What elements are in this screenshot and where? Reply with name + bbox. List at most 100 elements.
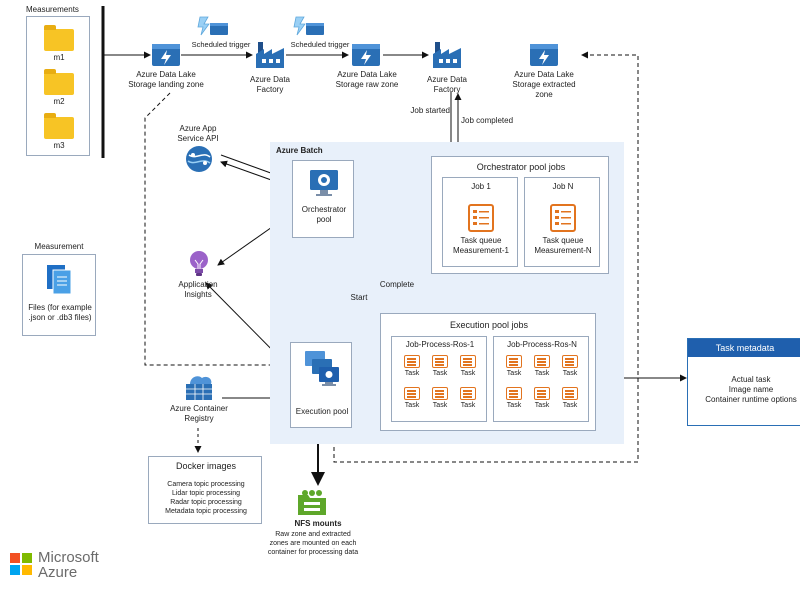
data-factory-icon — [256, 42, 284, 68]
task-queue-icon — [468, 204, 494, 232]
task-label: Task — [460, 370, 476, 377]
task-label: Task — [562, 402, 578, 409]
start-label: Start — [344, 293, 374, 303]
task-icon — [432, 387, 448, 400]
data-factory-icon — [433, 42, 461, 68]
task-icon — [432, 355, 448, 368]
data-lake-storage-icon — [352, 44, 380, 66]
application-insights-label: Application Insights — [178, 280, 218, 299]
nfs-mounts-title: NFS mounts — [294, 519, 342, 528]
raw-zone-label: Azure Data Lake Storage raw zone — [335, 70, 399, 89]
task-icon — [506, 355, 522, 368]
folder-icon — [44, 113, 74, 139]
task-label: Task — [460, 402, 476, 409]
task-icon — [404, 387, 420, 400]
task-icon — [562, 355, 578, 368]
measurement-title: Measurement — [34, 242, 84, 251]
task-queue-label: Task queue Measurement-N — [534, 236, 592, 255]
data-factory-2-label: Azure Data Factory — [426, 75, 468, 94]
folder-icon — [44, 25, 74, 51]
brand-microsoft: Microsoft — [38, 549, 99, 566]
job-completed-label: Job completed — [461, 116, 514, 125]
task-icon — [562, 387, 578, 400]
landing-zone-label: Azure Data Lake Storage landing zone — [128, 70, 204, 89]
task-label: Task — [534, 370, 550, 377]
task-metadata-item: Actual task — [731, 375, 771, 384]
nfs-mounts-desc: Raw zone and extracted zones are mounted… — [267, 531, 359, 556]
trigger-icon — [197, 16, 228, 36]
scheduled-trigger-2: Scheduled trigger — [290, 40, 350, 49]
data-lake-storage-icon — [530, 44, 558, 66]
task-label: Task — [506, 402, 522, 409]
orchestrator-jobs-title: Orchestrator pool jobs — [476, 162, 566, 172]
nfs-folder-icon — [298, 490, 326, 515]
container-registry-icon — [186, 376, 212, 400]
brand-azure: Azure — [38, 564, 78, 581]
task-label: Task — [506, 370, 522, 377]
job-started-label: Job started — [410, 106, 450, 115]
microsoft-logo-icon — [10, 553, 32, 575]
measurements-box: m1 m2 m3 — [26, 16, 90, 156]
docker-item: Lidar topic processing — [171, 490, 241, 497]
job-name: Job-Process-Ros-1 — [405, 340, 475, 349]
task-icon — [460, 387, 476, 400]
complete-label: Complete — [372, 280, 422, 290]
app-service-label: Azure App Service API — [177, 124, 219, 143]
orchestrator-jobs-box: Orchestrator pool jobs Job 1 Task queue … — [431, 156, 609, 274]
task-icon — [404, 355, 420, 368]
execution-jobs-title: Execution pool jobs — [449, 320, 529, 330]
task-metadata-box: Task metadata Actual task Image name Con… — [687, 338, 800, 426]
app-service-icon — [186, 146, 212, 172]
orchestrator-job-n[interactable]: Job N Task queue Measurement-N — [524, 177, 600, 267]
task-icon — [460, 355, 476, 368]
task-queue-label: Task queue Measurement-1 — [452, 236, 510, 255]
data-lake-storage-icon — [152, 44, 180, 66]
task-queue-icon — [550, 204, 576, 232]
task-label: Task — [404, 402, 420, 409]
measurements-title: Measurements — [26, 5, 79, 14]
task-label: Task — [404, 370, 420, 377]
orchestrator-job-1[interactable]: Job 1 Task queue Measurement-1 — [442, 177, 518, 267]
application-insights-icon — [190, 251, 208, 276]
files-icon — [47, 265, 72, 295]
virtual-machine-icon — [310, 170, 338, 196]
execution-pool-label: Execution pool — [295, 407, 349, 416]
measurement-m3[interactable]: m3 — [53, 141, 65, 150]
docker-images-title: Docker images — [175, 461, 237, 471]
docker-item: Camera topic processing — [167, 481, 245, 488]
measurement-m1[interactable]: m1 — [53, 53, 65, 62]
task-label: Task — [432, 370, 448, 377]
execution-jobs-box: Execution pool jobs Job-Process-Ros-1 Ta… — [380, 313, 596, 431]
task-metadata-item: Image name — [728, 385, 774, 394]
task-label: Task — [562, 370, 578, 377]
job-name: Job-Process-Ros-N — [507, 340, 577, 349]
job-name: Job N — [552, 182, 574, 191]
task-label: Task — [432, 402, 448, 409]
task-icon — [534, 387, 550, 400]
task-label: Task — [534, 402, 550, 409]
measurement-m2[interactable]: m2 — [53, 97, 65, 106]
extracted-zone-label: Azure Data Lake Storage extracted zone — [512, 70, 576, 99]
task-metadata-item: Container runtime options — [705, 395, 797, 404]
data-factory-1-label: Azure Data Factory — [249, 75, 291, 94]
measurement-box: Files (for example .json or .db3 files) — [22, 254, 96, 336]
folder-icon — [44, 69, 74, 95]
orchestrator-pool-box[interactable]: Orchestrator pool — [292, 160, 354, 238]
docker-item: Radar topic processing — [170, 499, 242, 506]
measurement-files: Files (for example .json or .db3 files) — [28, 303, 92, 322]
task-metadata-header: Task metadata — [688, 339, 800, 357]
vm-scale-set-icon — [305, 351, 339, 386]
execution-pool-box[interactable]: Execution pool — [290, 342, 352, 428]
azure-batch-title: Azure Batch — [276, 146, 323, 155]
job-name: Job 1 — [471, 182, 491, 191]
task-icon — [506, 387, 522, 400]
scheduled-trigger-1: Scheduled trigger — [191, 40, 251, 49]
orchestrator-pool-label: Orchestrator pool — [301, 205, 347, 224]
task-icon — [534, 355, 550, 368]
docker-images-box: Docker images Camera topic processing Li… — [148, 456, 262, 524]
docker-item: Metadata topic processing — [165, 508, 247, 515]
trigger-icon — [293, 16, 324, 36]
container-registry-label: Azure Container Registry — [170, 404, 228, 423]
